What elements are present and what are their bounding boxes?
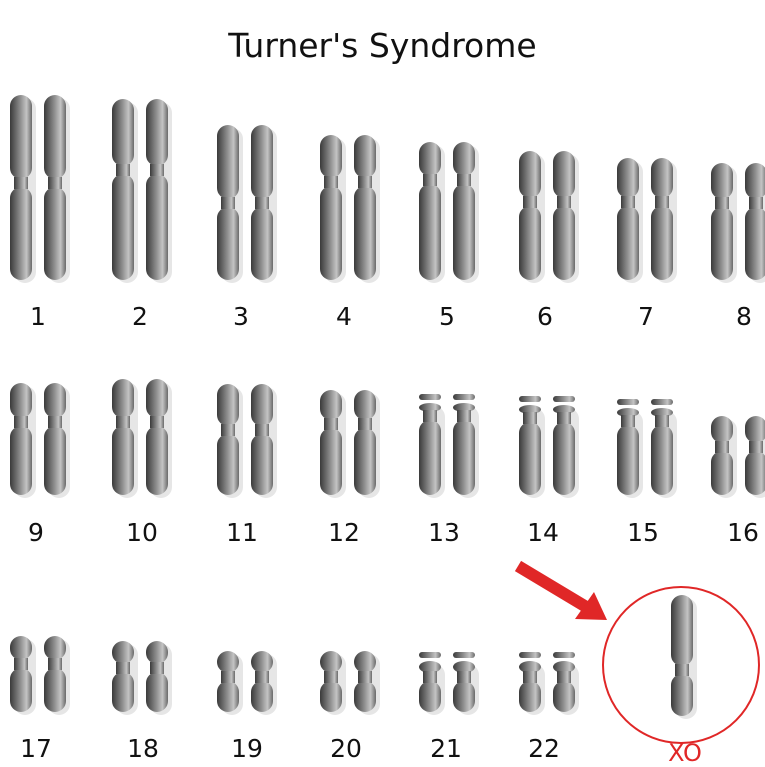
chromosome-pair-7 [617, 158, 677, 283]
chromosome-pair-16 [711, 416, 765, 498]
chromosome [651, 399, 677, 498]
pair-number-label: 19 [231, 734, 263, 763]
pair-number-label: 16 [727, 518, 759, 547]
chromosome-pair-15 [617, 399, 677, 498]
pair-number-label: 5 [439, 302, 455, 331]
chromosome [10, 383, 36, 498]
pair-number-label: 10 [126, 518, 158, 547]
sex-chromosome-label: XO [668, 739, 702, 767]
chromosome-pair-6 [519, 151, 579, 283]
pair-number-label: 21 [430, 734, 462, 763]
chromosome [711, 416, 737, 498]
chromosome-pair-1 [10, 95, 70, 283]
chromosome [553, 652, 579, 715]
chromosome [146, 99, 172, 283]
chromosome [146, 379, 172, 498]
chromosome [251, 384, 277, 498]
chromosome [112, 641, 138, 715]
chromosome [651, 158, 677, 283]
chromosome [112, 99, 138, 283]
chromosome [519, 652, 545, 715]
pair-number-label: 14 [527, 518, 559, 547]
chromosome [671, 595, 697, 719]
pair-number-label: 15 [627, 518, 659, 547]
chromosome-pair-8 [711, 163, 765, 283]
chromosome-pair-17 [10, 636, 70, 715]
chromosome [10, 95, 36, 283]
pair-number-label: 4 [336, 302, 352, 331]
chromosome [711, 163, 737, 283]
chromosome [419, 652, 445, 715]
chromosome [553, 151, 579, 283]
chromosome-pair-13 [419, 394, 479, 498]
chromosome-pair-21 [419, 652, 479, 715]
chromosome-pair-19 [217, 651, 277, 715]
chromosome [354, 651, 380, 715]
chromosome [251, 651, 277, 715]
chromosome [217, 651, 243, 715]
pair-number-label: 12 [328, 518, 360, 547]
chromosome [519, 396, 545, 498]
pair-number-label: 6 [537, 302, 553, 331]
chromosome [419, 142, 445, 283]
pair-number-label: 3 [233, 302, 249, 331]
chromosome [146, 641, 172, 715]
chromosome [617, 158, 643, 283]
chromosome-pair-14 [519, 396, 579, 498]
chromosome-pair-11 [217, 384, 277, 498]
pair-number-label: 13 [428, 518, 460, 547]
chromosome [453, 652, 479, 715]
x-chromosome [671, 595, 697, 719]
chromosome [617, 399, 643, 498]
chromosome [354, 135, 380, 283]
chromosome-pair-9 [10, 383, 70, 498]
chromosome-pair-4 [320, 135, 380, 283]
chromosome [112, 379, 138, 498]
chromosome [519, 151, 545, 283]
chromosome-pair-10 [112, 379, 172, 498]
chromosome-pair-3 [217, 125, 277, 283]
chromosome-pair-22 [519, 652, 579, 715]
chromosome-pair-20 [320, 651, 380, 715]
chromosome-pair-5 [419, 142, 479, 283]
arrow-icon [518, 566, 607, 620]
pair-number-label: 7 [638, 302, 654, 331]
chromosome [453, 142, 479, 283]
chromosome [217, 384, 243, 498]
chromosome [354, 390, 380, 498]
chromosome [453, 394, 479, 498]
pair-number-label: 8 [736, 302, 752, 331]
chromosome [320, 390, 346, 498]
chromosome [320, 135, 346, 283]
chromosome [553, 396, 579, 498]
chromosome [217, 125, 243, 283]
pair-number-label: 22 [528, 734, 560, 763]
chromosome [745, 163, 765, 283]
pair-number-label: 1 [30, 302, 46, 331]
chromosome [320, 651, 346, 715]
chromosome-pair-12 [320, 390, 380, 498]
pair-number-label: 2 [132, 302, 148, 331]
chromosome [10, 636, 36, 715]
pair-number-label: 11 [226, 518, 258, 547]
pair-number-label: 20 [330, 734, 362, 763]
chromosome [251, 125, 277, 283]
chromosome [44, 383, 70, 498]
chromosome-pair-18 [112, 641, 172, 715]
pair-number-label: 17 [20, 734, 52, 763]
chromosome-pair-2 [112, 99, 172, 283]
pair-number-label: 18 [127, 734, 159, 763]
chromosome [44, 95, 70, 283]
chromosome [745, 416, 765, 498]
chromosome [419, 394, 445, 498]
pair-number-label: 9 [28, 518, 44, 547]
chromosome [44, 636, 70, 715]
